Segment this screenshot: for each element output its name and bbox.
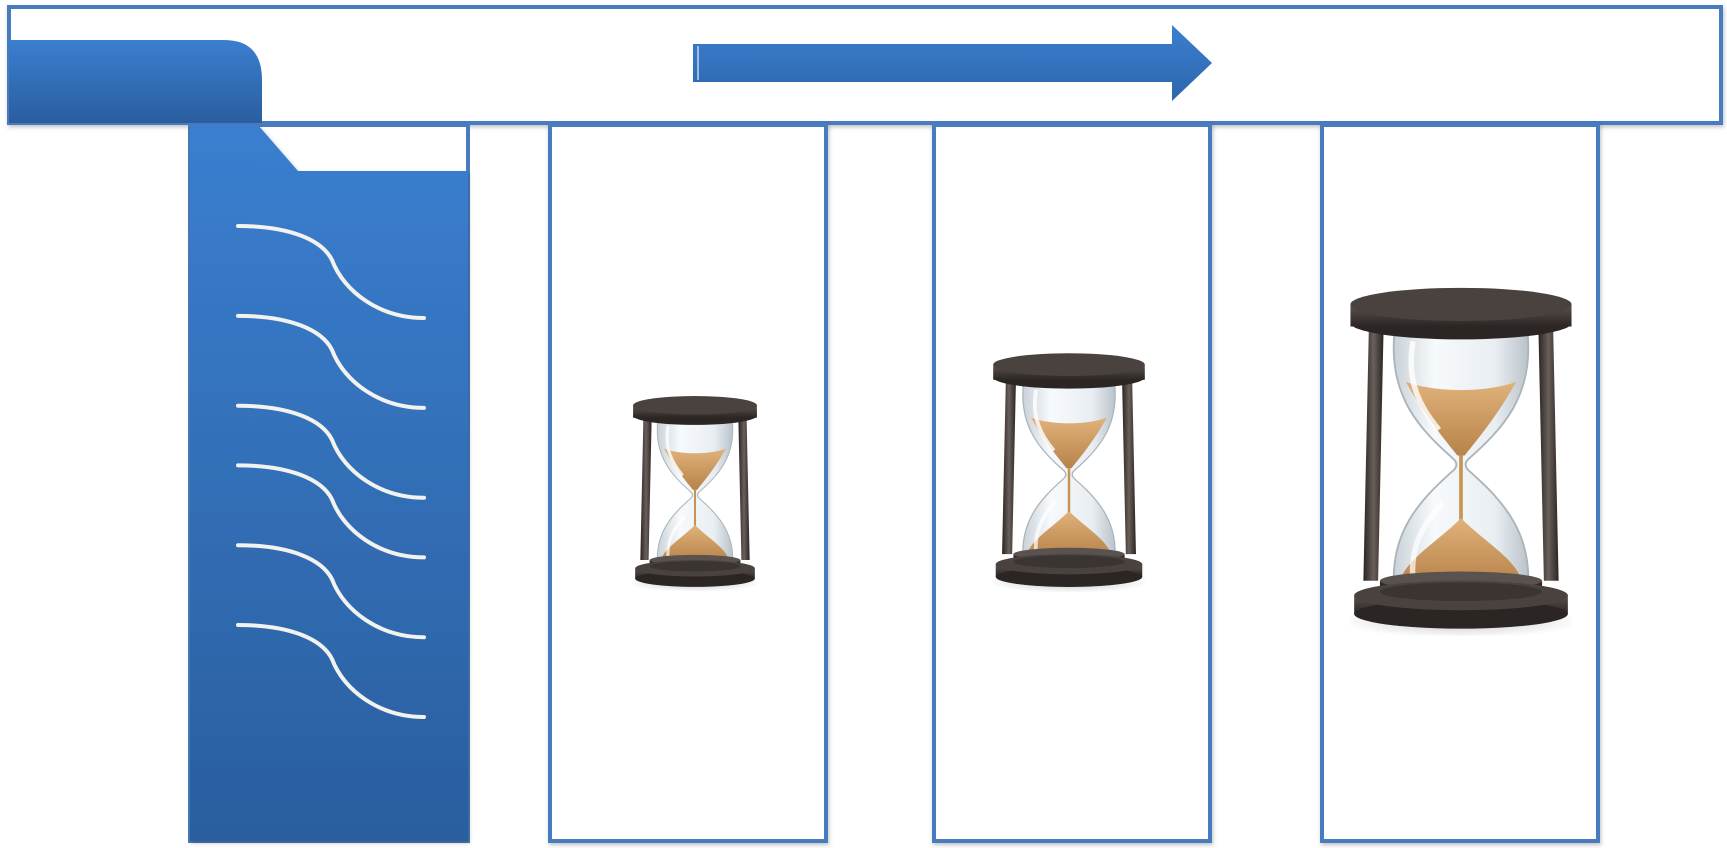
connector-curves: [236, 224, 426, 719]
side-tab-panel: [188, 123, 470, 843]
connector-curve-2: [236, 313, 426, 410]
connector-curve-6: [236, 623, 426, 719]
banner-tab: [9, 40, 262, 123]
connector-curve-5: [236, 543, 426, 640]
connector-curve-4: [236, 463, 426, 560]
right-arrow-icon: [693, 25, 1212, 101]
connector-curve-3: [236, 403, 426, 500]
connector-curve-1: [236, 224, 426, 320]
